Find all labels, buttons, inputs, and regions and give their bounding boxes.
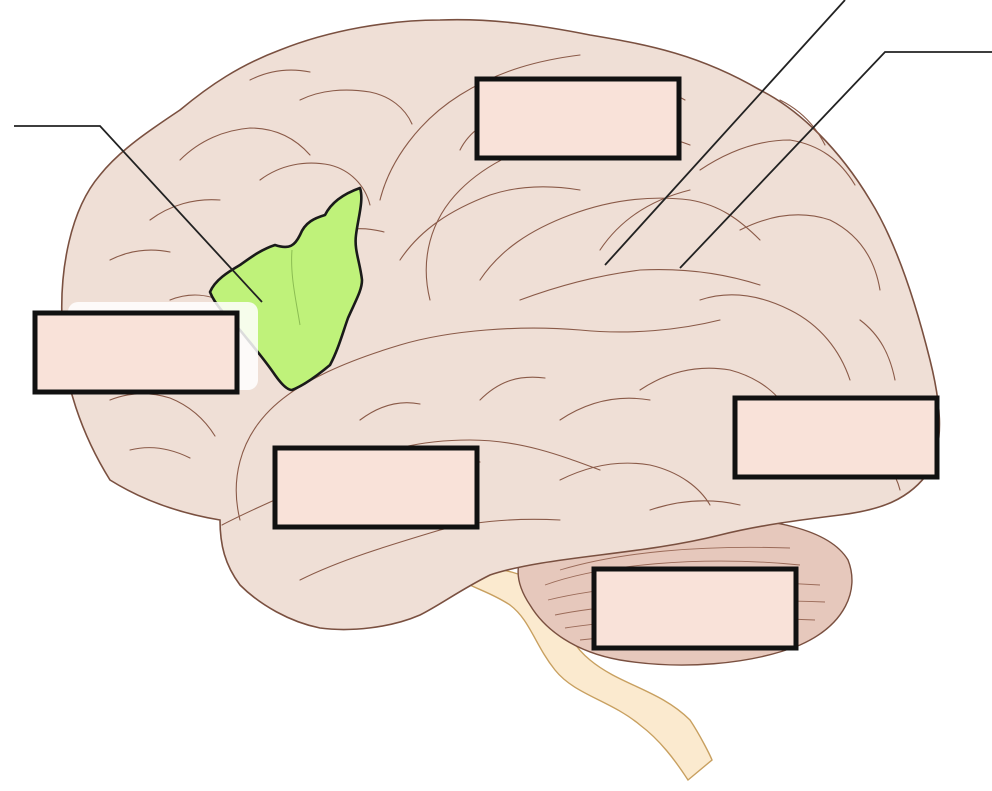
- highlighted-region-sulcus: [291, 249, 301, 326]
- label-box-top[interactable]: [474, 76, 682, 161]
- top-right-pointer-1: [604, 0, 846, 266]
- label-box-center[interactable]: [272, 445, 480, 530]
- label-box-right[interactable]: [732, 395, 940, 480]
- label-box-cerebellum[interactable]: [591, 566, 799, 651]
- left-pointer: [14, 125, 263, 303]
- label-box-left[interactable]: [32, 310, 240, 395]
- top-right-pointer-2: [679, 51, 992, 269]
